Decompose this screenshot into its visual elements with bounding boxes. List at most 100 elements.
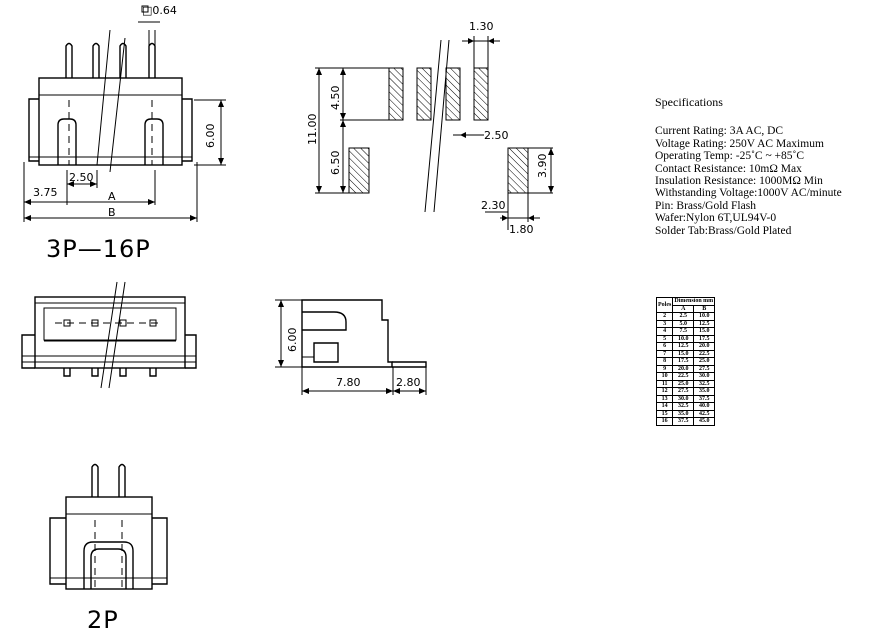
top-view-body <box>28 77 193 166</box>
specifications-title: Specifications <box>655 95 723 109</box>
dim-a-cell: 17.5 <box>672 357 695 366</box>
side-height-label: 6.00 <box>286 328 299 353</box>
dim-a-cell: 27.5 <box>672 387 695 396</box>
dimension-header: Dimension mm <box>672 297 716 306</box>
poles-cell: 8 <box>655 357 674 366</box>
dim-b-cell: 17.5 <box>693 334 716 343</box>
col-a-header: A <box>672 304 695 313</box>
pin-size-label: □0.64 <box>142 4 177 17</box>
tab-width-label: 1.80 <box>509 223 534 236</box>
lower-height-label: 6.50 <box>329 151 342 176</box>
dim-a-label: A <box>108 190 116 203</box>
poles-cell: 11 <box>655 379 674 388</box>
pcb-layout-drawing: 1.30 11.00 4.50 6.50 2.50 3.90 2.30 1.80 <box>306 20 554 236</box>
spec-line: Operating Temp: -25˚C ~ +85˚C <box>655 150 805 163</box>
two-pole-view-drawing: 2P <box>49 463 168 634</box>
poles-cell: 7 <box>655 349 674 358</box>
pcb-pitch-label: 2.50 <box>484 129 509 142</box>
poles-cell: 2 <box>655 312 674 321</box>
spec-line: Contact Resistance: 10mΩ Max <box>655 162 802 175</box>
dim-b-cell: 40.0 <box>693 402 716 411</box>
dim-b-cell: 15.0 <box>693 327 716 336</box>
spec-line: Current Rating: 3A AC, DC <box>655 125 784 138</box>
dim-b-cell: 35.0 <box>693 387 716 396</box>
top-view-height-dimension: 6.00 <box>194 99 226 166</box>
pcb-pad <box>445 67 461 121</box>
dim-b-cell: 12.5 <box>693 319 716 328</box>
pcb-tab <box>348 147 370 194</box>
poles-cell: 3 <box>655 319 674 328</box>
top-view-pins <box>65 30 156 78</box>
two-pole-label: 2P <box>87 606 119 634</box>
dim-b-cell: 22.5 <box>693 349 716 358</box>
poles-cell: 12 <box>655 387 674 396</box>
dim-a-cell: 5.0 <box>672 319 695 328</box>
spec-line: Withstanding Voltage:1000V AC/minute <box>655 187 842 200</box>
dim-a-cell: 35.0 <box>672 409 695 418</box>
pad-width-label: 1.30 <box>469 20 494 33</box>
pitch-label: 2.50 <box>69 171 94 184</box>
dim-a-cell: 15.0 <box>672 349 695 358</box>
dim-a-cell: 7.5 <box>672 327 695 336</box>
top-view-height-label: 6.00 <box>204 124 217 149</box>
tab-height-label: 3.90 <box>536 154 549 179</box>
col-b-header: B <box>693 304 716 313</box>
front-view-drawing <box>21 281 197 389</box>
poles-cell: 9 <box>655 364 674 373</box>
spec-line: Pin: Brass/Gold Flash <box>655 199 756 212</box>
dim-a-cell: 30.0 <box>672 394 695 403</box>
dim-a-cell: 20.0 <box>672 364 695 373</box>
poles-cell: 13 <box>655 394 674 403</box>
total-height-label: 11.00 <box>306 114 319 146</box>
spec-line: Wafer:Nylon 6T,UL94V-0 <box>655 212 777 225</box>
dim-a-cell: 2.5 <box>672 312 695 321</box>
poles-cell: 15 <box>655 409 674 418</box>
dim-a-cell: 25.0 <box>672 379 695 388</box>
poles-header: Poles <box>655 297 674 313</box>
poles-cell: 5 <box>655 334 674 343</box>
dim-a-cell: 32.5 <box>672 402 695 411</box>
pcb-pad <box>388 67 404 121</box>
poles-cell: 4 <box>655 327 674 336</box>
tab-offset-label: 2.30 <box>481 199 506 212</box>
pcb-tab <box>507 147 529 194</box>
dim-b-cell: 37.5 <box>693 394 716 403</box>
dim-a-cell: 12.5 <box>672 342 695 351</box>
upper-height-label: 4.50 <box>329 86 342 111</box>
dim-b-cell: 25.0 <box>693 357 716 366</box>
dim-b-cell: 27.5 <box>693 364 716 373</box>
front-view-pins <box>55 319 163 377</box>
dim-b-cell: 30.0 <box>693 372 716 381</box>
dim-a-cell: 22.5 <box>672 372 695 381</box>
spec-line: Insulation Resistance: 1000MΩ Min <box>655 175 823 188</box>
dim-b-label: B <box>108 206 116 219</box>
top-view-width-dimensions: 2.50 3.75 A B <box>23 162 198 222</box>
offset-label: 3.75 <box>33 186 58 199</box>
dim-b-cell: 10.0 <box>693 312 716 321</box>
pcb-pad <box>473 67 489 121</box>
side-depth-label: 7.80 <box>336 376 361 389</box>
side-tail-label: 2.80 <box>396 376 421 389</box>
dim-a-cell: 37.5 <box>672 417 695 426</box>
dim-b-cell: 42.5 <box>693 409 716 418</box>
specifications-block: Specifications Current Rating: 3A AC, DC… <box>655 96 870 237</box>
top-view-drawing: 6.00 □0.64 2.50 3.75 A B 3P—16P <box>23 4 226 263</box>
dim-b-cell: 20.0 <box>693 342 716 351</box>
